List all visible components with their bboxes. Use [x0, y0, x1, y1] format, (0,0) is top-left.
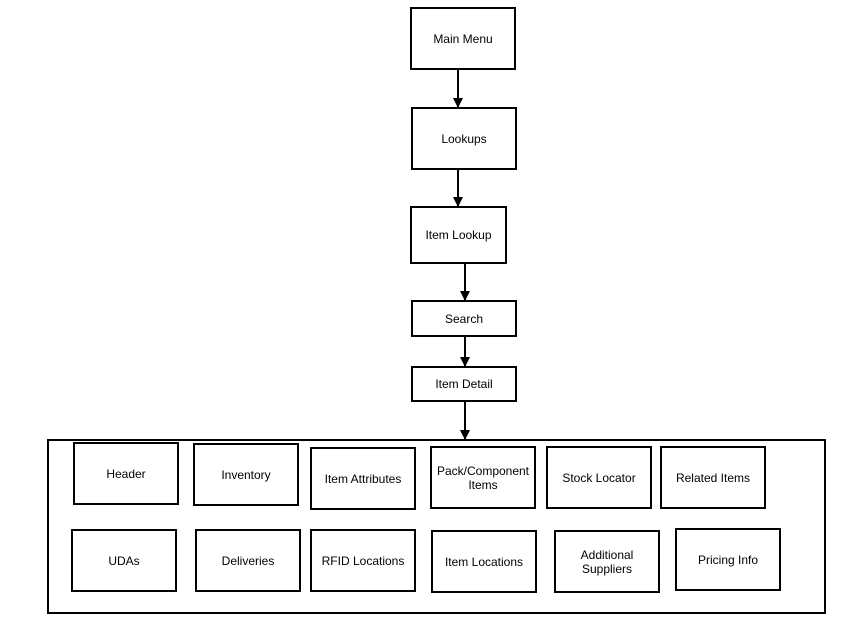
inventory-label: Inventory — [221, 467, 271, 482]
search-label: Search — [444, 311, 484, 326]
search-box: Search — [411, 300, 517, 337]
pack-component-items-box: Pack/Component Items — [430, 446, 536, 509]
additional-suppliers-label: Additional Suppliers — [580, 547, 634, 576]
udas-box: UDAs — [71, 529, 177, 592]
deliveries-box: Deliveries — [195, 529, 301, 592]
pricing-info-box: Pricing Info — [675, 528, 781, 591]
related-items-box: Related Items — [660, 446, 766, 509]
inventory-box: Inventory — [193, 443, 299, 506]
header-label: Header — [106, 466, 146, 481]
related-items-label: Related Items — [675, 470, 751, 485]
item-lookup-box: Item Lookup — [410, 206, 507, 264]
main-menu-label: Main Menu — [433, 31, 493, 46]
additional-suppliers-box: Additional Suppliers — [554, 530, 660, 593]
deliveries-label: Deliveries — [221, 553, 275, 568]
rfid-locations-box: RFID Locations — [310, 529, 416, 592]
lookups-label: Lookups — [441, 131, 487, 146]
udas-label: UDAs — [108, 553, 140, 568]
item-detail-box: Item Detail — [411, 366, 517, 402]
stock-locator-box: Stock Locator — [546, 446, 652, 509]
header-box: Header — [73, 442, 179, 505]
item-lookup-label: Item Lookup — [425, 228, 492, 242]
rfid-locations-label: RFID Locations — [321, 553, 405, 568]
stock-locator-label: Stock Locator — [562, 470, 636, 485]
pack-component-items-label: Pack/Component Items — [436, 463, 530, 492]
lookups-box: Lookups — [411, 107, 517, 170]
item-locations-box: Item Locations — [431, 530, 537, 593]
item-locations-label: Item Locations — [444, 554, 524, 569]
pricing-info-label: Pricing Info — [697, 552, 759, 567]
item-attributes-label: Item Attributes — [324, 471, 402, 486]
item-detail-label: Item Detail — [435, 377, 493, 391]
main-menu-box: Main Menu — [410, 7, 516, 70]
item-attributes-box: Item Attributes — [310, 447, 416, 510]
